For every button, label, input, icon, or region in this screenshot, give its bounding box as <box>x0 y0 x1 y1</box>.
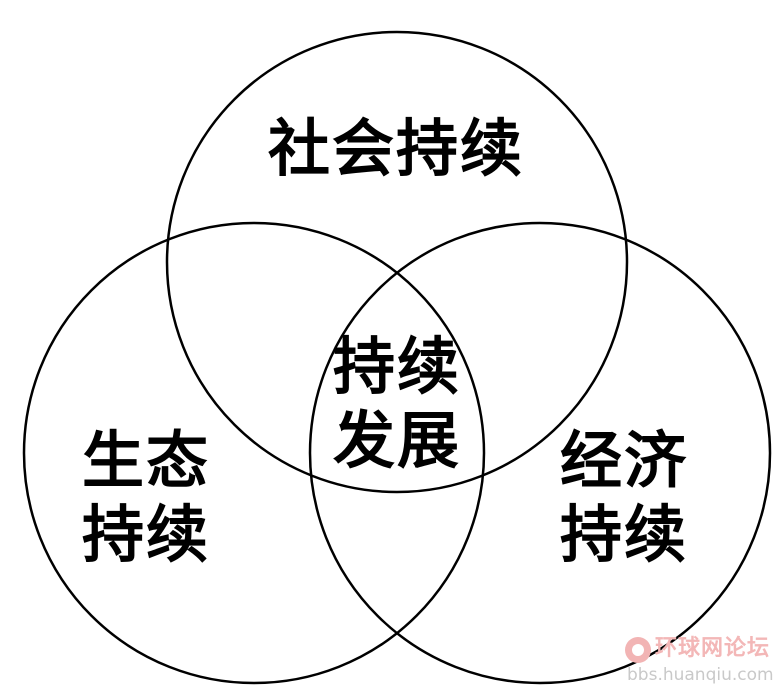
core-label-line-1: 持续 <box>333 330 462 403</box>
sustainable-development-label: 持续 发展 <box>333 330 461 478</box>
core-label-line-2: 发展 <box>333 404 462 477</box>
ecological-circle <box>22 221 486 685</box>
forum-logo-icon <box>625 637 651 663</box>
social-sustainability-label: 社会持续 <box>268 112 524 186</box>
eco-label-line-2: 持续 <box>82 498 211 571</box>
watermark-title: 环球网论坛 <box>655 636 771 661</box>
eco-label-line-1: 生态 <box>82 424 211 497</box>
watermark: 环球网论坛 bbs.huanqiu.com <box>625 633 775 689</box>
ecological-sustainability-label: 生态 持续 <box>82 424 210 572</box>
economic-circle <box>308 221 772 685</box>
social-circle <box>165 30 629 494</box>
econ-label-line-2: 持续 <box>560 498 689 571</box>
econ-label-line-1: 经济 <box>560 424 689 497</box>
social-label-line: 社会持续 <box>268 112 525 185</box>
watermark-url: bbs.huanqiu.com <box>627 665 774 685</box>
economic-sustainability-label: 经济 持续 <box>560 424 688 572</box>
